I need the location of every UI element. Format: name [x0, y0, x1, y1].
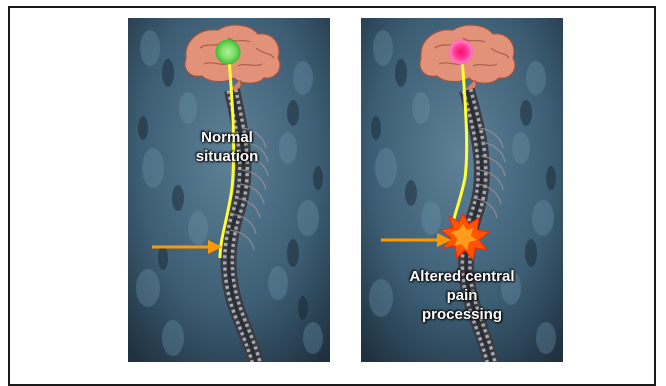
brain-activity-marker-normal: [216, 40, 240, 64]
panel-altered: Altered central pain processing: [361, 18, 563, 362]
caption-normal: Normal situation: [166, 128, 288, 166]
panel-normal: Normal situation: [128, 18, 330, 362]
slide: Normal situation: [0, 0, 666, 367]
normal-illustration: [128, 18, 330, 362]
caption-normal-line2: situation: [166, 147, 288, 166]
caption-normal-line1: Normal: [166, 128, 288, 147]
brain-activity-marker-altered: [449, 40, 473, 64]
caption-altered: Altered central pain processing: [371, 267, 553, 324]
caption-altered-line3: processing: [371, 305, 553, 324]
caption-altered-line1: Altered central: [371, 267, 553, 286]
caption-altered-line2: pain: [371, 286, 553, 305]
